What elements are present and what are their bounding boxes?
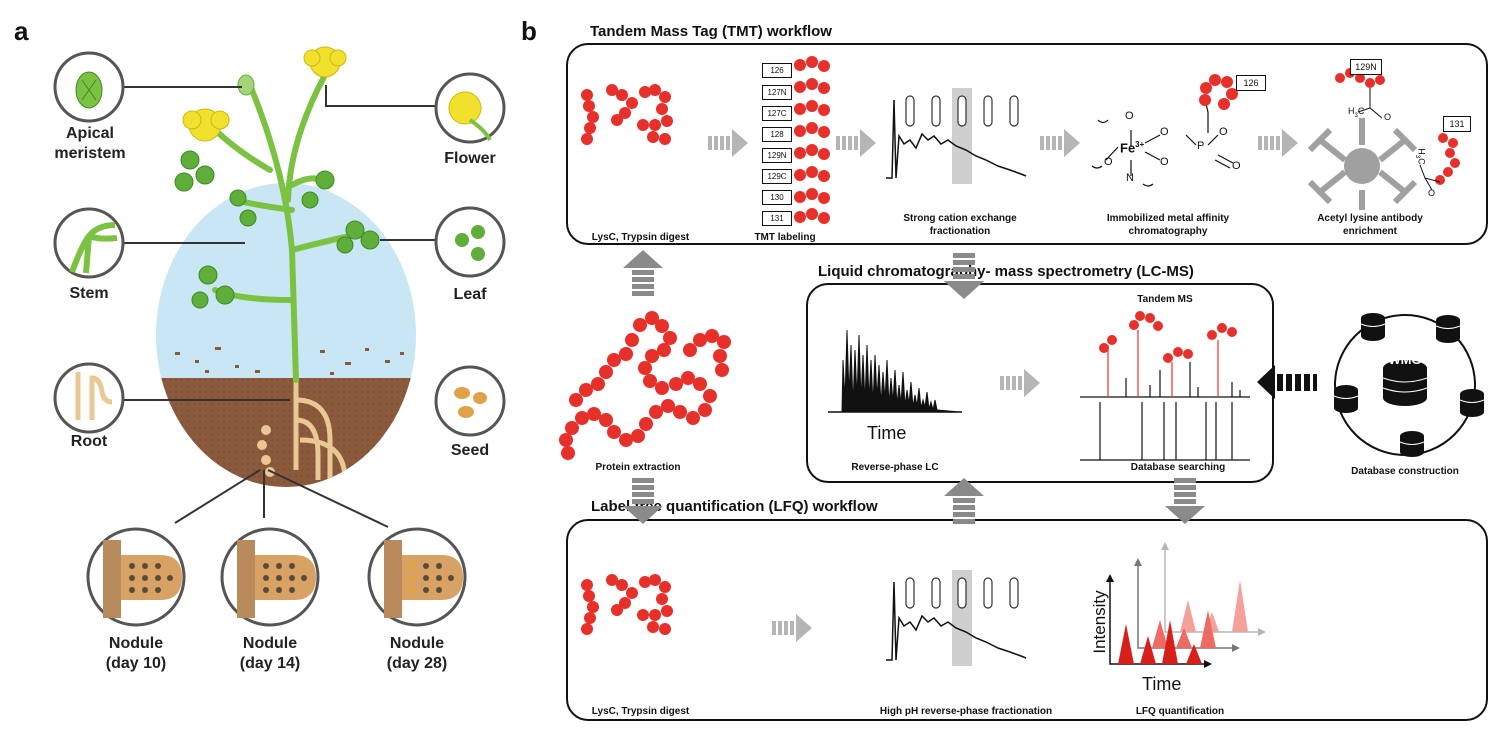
tmt-tag: 126 bbox=[762, 63, 792, 78]
tmt-tag: 128 bbox=[762, 127, 792, 142]
chem-o-acetyl-2: O bbox=[1428, 188, 1436, 198]
acetyl-peptides bbox=[1335, 68, 1460, 185]
chem-n: N bbox=[1126, 172, 1134, 184]
database-icons bbox=[1334, 313, 1484, 457]
antibody-bead bbox=[1344, 148, 1380, 184]
hph-chromatogram bbox=[885, 569, 1027, 667]
lfq-workflow-box bbox=[566, 519, 1488, 721]
lfq-plot bbox=[1106, 542, 1266, 668]
tmt-tag: 127N bbox=[762, 85, 792, 100]
root-label: Root bbox=[70, 433, 108, 450]
chem-p: P bbox=[1197, 140, 1205, 152]
chem-h3c-1: H3C bbox=[1348, 106, 1365, 119]
imac-peptide bbox=[1199, 74, 1238, 110]
nodule-day14-label: Nodule(day 14) bbox=[239, 635, 301, 672]
db-construction-caption: Database construction bbox=[1351, 466, 1459, 477]
wmg-label: WMG bbox=[1388, 352, 1422, 367]
tandem-ms-spectrum bbox=[1080, 330, 1250, 461]
chem-o-top: O bbox=[1125, 110, 1134, 122]
tmt-tag: 130 bbox=[762, 190, 792, 205]
tmt-labeling-caption: TMT labeling bbox=[754, 232, 816, 243]
antibody-icon bbox=[1307, 118, 1418, 210]
flower-label: Flower bbox=[444, 150, 496, 167]
tmt-workflow-box bbox=[566, 43, 1488, 245]
nodule-day10-label: Nodule(day 10) bbox=[105, 635, 167, 672]
tmt-tag: 127C bbox=[762, 106, 792, 121]
chem-h3c-2: H3C bbox=[1413, 148, 1427, 165]
panel-a-letter: a bbox=[14, 16, 29, 46]
tandem-ms-caption: Tandem MS bbox=[1137, 294, 1193, 305]
tmt-tag: 131 bbox=[762, 211, 792, 226]
chem-o-right-bottom: O bbox=[1160, 156, 1169, 168]
leaf-label: Leaf bbox=[453, 286, 487, 303]
protein-extraction-caption: Protein extraction bbox=[595, 462, 681, 473]
lfq-x-label: Time bbox=[1142, 674, 1182, 694]
chem-o-right-top: O bbox=[1160, 126, 1169, 138]
panel-b-letter: b bbox=[521, 16, 537, 46]
chem-o-p: O bbox=[1219, 126, 1228, 138]
lfq-title: Label free quantification (LFQ) workflow bbox=[591, 498, 878, 515]
scx-chromatogram bbox=[885, 87, 1027, 185]
lfq-quant-caption: LFQ quantification bbox=[1135, 706, 1225, 717]
tmt-tag: 129C bbox=[762, 169, 792, 184]
lfq-y-label: Intensity bbox=[1090, 590, 1109, 654]
lc-chromatogram bbox=[828, 329, 962, 413]
tmt-tag: 129N bbox=[762, 148, 792, 163]
imac-structure bbox=[1091, 99, 1234, 187]
chem-fe: Fe3+ bbox=[1120, 140, 1145, 156]
nodule-day28-label: Nodule(day 28) bbox=[386, 635, 448, 672]
lfq-digest-caption: LysC, Trypsin digest bbox=[591, 706, 690, 717]
chem-o-acetyl: O bbox=[1384, 112, 1392, 122]
tmt-title: Tandem Mass Tag (TMT) workflow bbox=[590, 23, 832, 40]
lcms-title: Liquid chromatography- mass spectrometry… bbox=[818, 263, 1194, 280]
chem-o-dbl: O bbox=[1232, 160, 1241, 172]
spectrum-peptides bbox=[1099, 311, 1237, 363]
imac-tag: 126 bbox=[1236, 75, 1266, 91]
tmt-digest-caption: LysC, Trypsin digest bbox=[591, 232, 690, 243]
tmt-label-chains bbox=[794, 56, 830, 224]
db-arrow bbox=[1257, 365, 1317, 399]
acetyl-tag-2: 131 bbox=[1443, 116, 1471, 132]
lc-time-label: Time bbox=[867, 423, 907, 443]
chem-o-left: O bbox=[1104, 156, 1113, 168]
protein-chain bbox=[559, 311, 731, 460]
tmt-peptides bbox=[581, 84, 673, 145]
rplc-caption: Reverse-phase LC bbox=[851, 462, 939, 473]
db-search-caption: Database searching bbox=[1130, 462, 1226, 473]
hph-caption: High pH reverse-phase fractionation bbox=[879, 706, 1053, 717]
seed-label: Seed bbox=[450, 442, 490, 459]
acetyl-tag-1: 129N bbox=[1350, 59, 1382, 75]
stem-label: Stem bbox=[69, 285, 109, 302]
lfq-peptides bbox=[581, 574, 673, 635]
